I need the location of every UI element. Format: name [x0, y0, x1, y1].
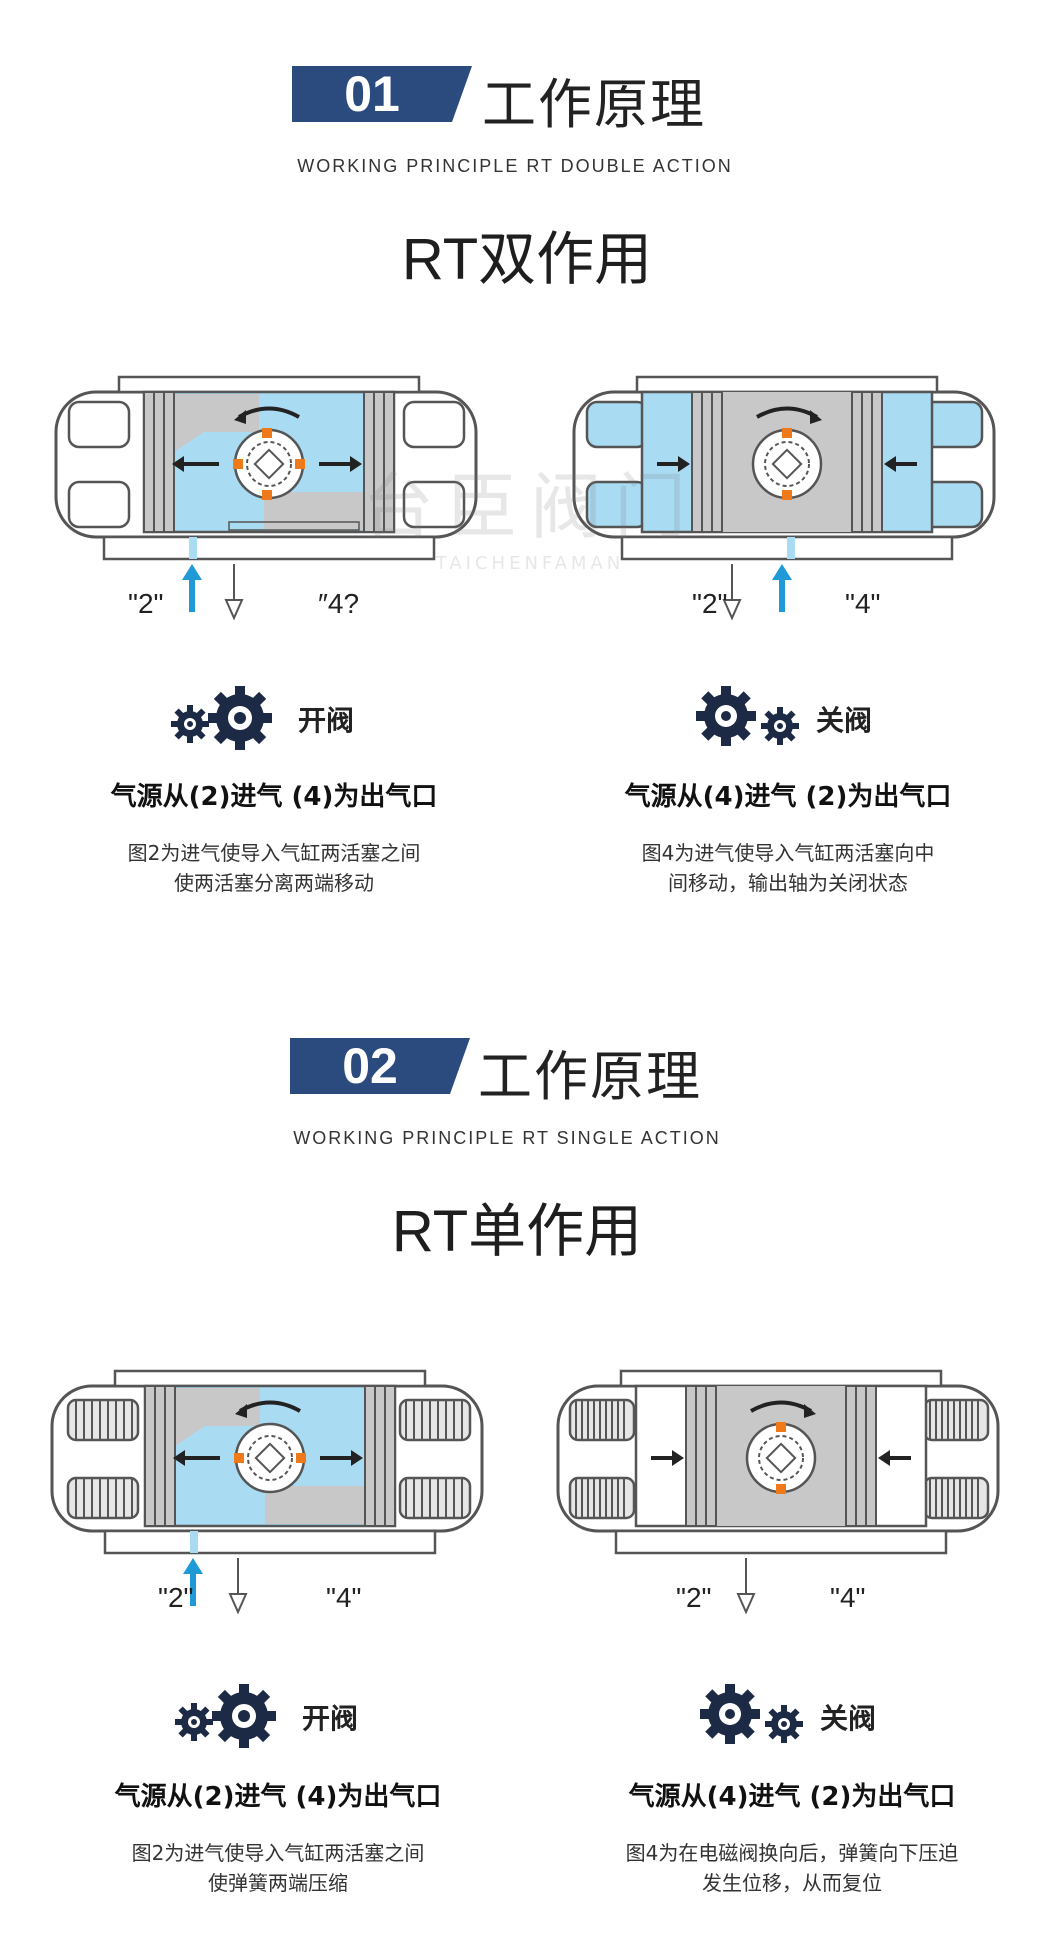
- badge-shape: [292, 66, 472, 122]
- section-badge-02: 02: [290, 1038, 470, 1094]
- section-badge-01: 01: [292, 66, 472, 122]
- gear-icon: [696, 686, 799, 746]
- caption-line-2: 间移动，输出轴为关闭状态: [668, 871, 908, 895]
- state-label: 开阀: [302, 1702, 359, 1735]
- port-label-2: "2": [128, 588, 164, 619]
- state-closed: 关阀: [700, 1684, 876, 1750]
- section-subtitle: WORKING PRINCIPLE RT DOUBLE ACTION: [297, 156, 733, 176]
- caption-title: 气源从(4)进气 (2)为出气口: [624, 782, 952, 812]
- caption-line-2: 使两活塞分离两端移动: [174, 871, 374, 895]
- watermark-brand-en: TAICHENFAMAN: [435, 553, 625, 574]
- port-label-2: "2": [692, 588, 728, 619]
- port-label-2: "2": [676, 1582, 712, 1613]
- section-heading: RT单作用: [391, 1199, 643, 1264]
- state-open: 开阀: [168, 686, 354, 752]
- caption-line-1: 图4为进气使导入气缸两活塞向中: [641, 841, 935, 865]
- section-number: 02: [342, 1038, 398, 1094]
- badge-shape: [290, 1038, 470, 1094]
- caption-title: 气源从(2)进气 (4)为出气口: [110, 782, 438, 812]
- watermark: 台臣阀门 TAICHENFAMAN: [360, 448, 700, 574]
- caption-title: 气源从(2)进气 (4)为出气口: [114, 1782, 442, 1812]
- port-label-2: "2": [158, 1582, 194, 1613]
- state-label: 关阀: [816, 704, 873, 737]
- diagram-double-closed: [572, 375, 996, 621]
- gear-icon: [700, 1684, 803, 1744]
- port-label-4: "4": [326, 1582, 362, 1613]
- watermark-brand-cn: 台臣阀门: [361, 465, 698, 549]
- caption-text: 图2为进气使导入气缸两活塞之间 使弹簧两端压缩: [58, 1838, 498, 1898]
- caption-line-1: 图2为进气使导入气缸两活塞之间: [131, 1841, 425, 1865]
- state-label: 开阀: [298, 704, 355, 737]
- caption-text: 图4为进气使导入气缸两活塞向中 间移动，输出轴为关闭状态: [568, 838, 1008, 898]
- section-subtitle: WORKING PRINCIPLE RT SINGLE ACTION: [293, 1128, 721, 1148]
- section-title: 工作原理: [478, 1045, 702, 1108]
- port-label-4: ″4?: [318, 588, 360, 619]
- section-heading: RT双作用: [401, 227, 653, 292]
- caption-text: 图4为在电磁阀换向后，弹簧向下压迫 发生位移，从而复位: [572, 1838, 1012, 1898]
- caption-line-2: 使弹簧两端压缩: [208, 1871, 348, 1895]
- gear-icon: [175, 1684, 276, 1748]
- state-closed: 关阀: [696, 686, 872, 752]
- caption-line-2: 发生位移，从而复位: [702, 1871, 882, 1895]
- gear-icon: [171, 686, 272, 750]
- caption-text: 图2为进气使导入气缸两活塞之间 使两活塞分离两端移动: [54, 838, 494, 898]
- caption-line-1: 图4为在电磁阀换向后，弹簧向下压迫: [625, 1841, 959, 1865]
- port-label-4: "4": [830, 1582, 866, 1613]
- diagram-single-closed: [556, 1369, 1000, 1615]
- diagram-double-open: [54, 375, 478, 621]
- state-label: 关阀: [820, 1702, 877, 1735]
- port-label-4: "4": [845, 588, 881, 619]
- caption-title: 气源从(4)进气 (2)为出气口: [628, 1782, 956, 1812]
- section-number: 01: [344, 66, 400, 122]
- caption-line-1: 图2为进气使导入气缸两活塞之间: [127, 841, 421, 865]
- state-open: 开阀: [172, 1684, 358, 1750]
- diagram-single-open: [50, 1369, 484, 1615]
- section-title: 工作原理: [482, 73, 706, 136]
